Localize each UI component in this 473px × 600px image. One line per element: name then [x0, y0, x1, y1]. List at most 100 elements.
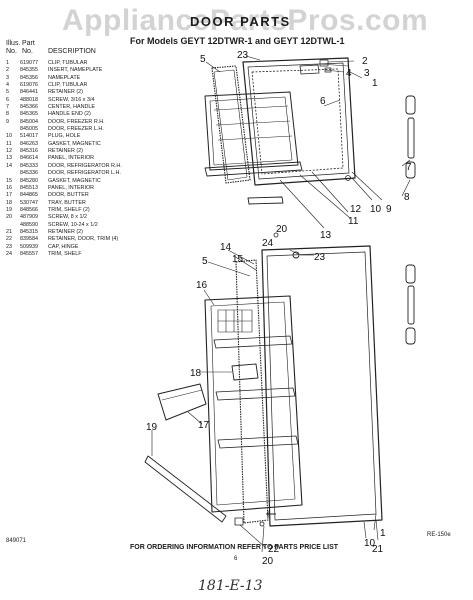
- part-description: GASKET, MAGNETIC: [48, 140, 101, 147]
- illus-number: 1: [6, 60, 9, 66]
- illus-number: 13: [6, 155, 12, 162]
- illus-number: 23: [6, 243, 12, 250]
- illus-number: 16: [6, 184, 12, 191]
- part-description: RETAINER (2): [48, 89, 83, 96]
- part-description: CAP, HINGE: [48, 243, 79, 250]
- part-description: TRIM, SHELF (2): [48, 206, 90, 213]
- part-number: 845316: [20, 148, 38, 155]
- screw-lower: [266, 511, 276, 517]
- callout-3: 3: [364, 68, 370, 79]
- part-number: 488590: [20, 221, 38, 228]
- refrigerator-shelf-trim: [144, 455, 227, 523]
- parts-list-row: 19 848566 TRIM, SHELF (2): [6, 207, 156, 214]
- callout-18: 18: [190, 368, 202, 379]
- callout-9: 9: [386, 204, 392, 215]
- part-description: NAMEPLATE: [48, 74, 81, 81]
- callout-14: 14: [220, 242, 232, 253]
- handle-end-lower-2: [405, 327, 416, 345]
- part-number: 619077: [20, 60, 38, 66]
- footer-ref-code: RE-150e: [427, 532, 451, 538]
- part-description: SCREW, 10-24 x 1/2: [48, 221, 98, 228]
- illus-number: 6: [6, 96, 9, 103]
- callout-12: 12: [350, 204, 362, 215]
- part-number: 845333: [20, 162, 38, 169]
- parts-table-header: Illus. Part No. No. DESCRIPTION: [6, 40, 96, 56]
- parts-list-row: 23 509939 CAP, HINGE: [6, 244, 156, 251]
- egg-holder: [217, 309, 253, 333]
- part-description: SCREW, 3/16 x 3/4: [48, 96, 95, 103]
- part-number: 839584: [20, 236, 38, 243]
- callout-10: 10: [370, 204, 382, 215]
- refrigerator-gasket: [235, 259, 269, 524]
- callout-7: 7: [406, 162, 412, 173]
- illus-number: 19: [6, 206, 12, 213]
- handle-end-upper-2: [405, 161, 416, 179]
- part-number: 845513: [20, 184, 38, 191]
- footer-doc-number: 849071: [6, 538, 27, 544]
- part-number: 846263: [20, 140, 38, 147]
- callout-11: 11: [348, 216, 359, 227]
- callout-5: 5: [200, 54, 206, 65]
- callout-4: 4: [346, 68, 352, 79]
- callout-17: 17: [198, 420, 210, 431]
- part-number: 845356: [20, 74, 38, 81]
- hinge-cap: [292, 251, 300, 259]
- part-description: TRIM, SHELF: [48, 250, 82, 257]
- illus-number: 18: [6, 199, 12, 206]
- part-number: 845336: [20, 170, 38, 177]
- butter-door: [157, 383, 207, 421]
- refrigerator-door: [261, 245, 383, 527]
- nameplate: [299, 64, 320, 75]
- refrigerator-interior-panel: [204, 295, 303, 513]
- part-number: 509939: [20, 243, 38, 250]
- parts-list-row: 845336 DOOR, REFRIGERATOR L.H.: [6, 170, 156, 177]
- part-number: 845366: [20, 104, 38, 111]
- illus-number: 8: [6, 111, 9, 118]
- page-title: DOOR PARTS: [190, 14, 291, 29]
- part-description: PANEL, INTERIOR: [48, 184, 95, 191]
- illus-number: 12: [6, 148, 12, 155]
- callout-10b: 10: [364, 538, 376, 549]
- part-description: RETAINER (2): [48, 228, 83, 235]
- callout-8: 8: [404, 192, 410, 203]
- callout-16: 16: [196, 280, 208, 291]
- parts-list-row: 16 845513 PANEL, INTERIOR: [6, 185, 156, 192]
- part-description: SCREW, 8 x 1/2: [48, 214, 87, 221]
- part-number: 848566: [20, 206, 38, 213]
- freezer-door: [242, 57, 356, 186]
- callout-1b: 1: [380, 528, 386, 539]
- handle-end-lower: [405, 264, 416, 284]
- illus-number: 7: [6, 104, 9, 111]
- part-number: 846441: [20, 89, 38, 96]
- callout-19: 19: [146, 422, 158, 433]
- callout-13: 13: [320, 230, 332, 241]
- part-number: 845355: [20, 67, 38, 74]
- part-description: CLIP, TUBULAR: [48, 82, 88, 89]
- part-description: DOOR, REFRIGERATOR L.H.: [48, 170, 121, 177]
- part-number: 514017: [20, 133, 38, 140]
- illus-number: 14: [6, 162, 12, 169]
- illus-number: 2: [6, 67, 9, 74]
- part-number: 846614: [20, 155, 38, 162]
- part-number: 845280: [20, 177, 38, 184]
- part-description: CENTER, HANDLE: [48, 104, 96, 111]
- page-subtitle: For Models GEYT 12DTWR-1 and GEYT 12DTWL…: [130, 36, 345, 46]
- header-part-no: Part: [22, 40, 35, 47]
- part-description: RETAINER, DOOR, TRIM (4): [48, 236, 119, 243]
- part-description: DOOR, FREEZER R.H.: [48, 118, 105, 125]
